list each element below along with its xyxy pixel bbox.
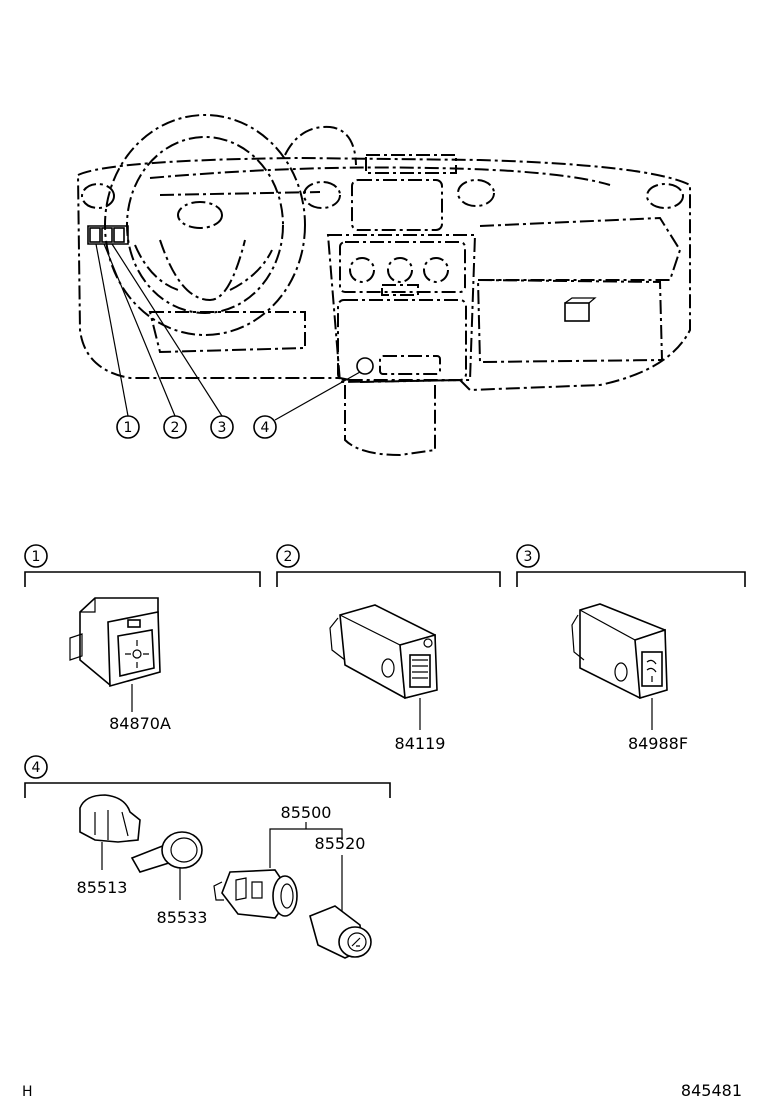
callout-2: 2: [163, 415, 187, 439]
dashboard-overview: 1 2 3 4: [76, 114, 691, 457]
ring-85533-drawing: [130, 831, 203, 873]
group-4-number: 4: [32, 760, 41, 776]
part-85520-label: 85520: [315, 834, 366, 853]
callout-4-label: 4: [261, 420, 270, 436]
mirror-switch-drawing: [69, 597, 161, 688]
footer-figure-number: 845481: [681, 1081, 742, 1100]
defogger-switch-drawing: [571, 603, 668, 700]
footer-left-code: H: [22, 1084, 33, 1100]
part-85533-label: 85533: [157, 908, 208, 927]
group-1-number: 1: [32, 549, 41, 565]
part-84119-label: 84119: [395, 734, 446, 753]
group-3-number: 3: [524, 549, 533, 565]
lighter-socket-85500-drawing: [213, 869, 298, 919]
group-2-number: 2: [284, 549, 293, 565]
part-85500-label: 85500: [281, 803, 332, 822]
dimmer-switch-drawing: [329, 604, 438, 700]
lighter-85520-drawing: [309, 905, 372, 959]
callout-1-label: 1: [124, 420, 133, 436]
part-84870A-label: 84870A: [109, 714, 171, 733]
group-2: 2 84119: [276, 544, 501, 753]
group-3: 3 84988F: [516, 544, 746, 753]
callout-1: 1: [116, 415, 140, 439]
bracket-85513-drawing: [79, 794, 141, 843]
part-85513-label: 85513: [77, 878, 128, 897]
group-4: 4 85513 85533 85500 85: [24, 755, 391, 959]
callout-3-label: 3: [218, 420, 227, 436]
callout-2-label: 2: [171, 420, 180, 436]
group-1: 1 84870A: [24, 544, 261, 733]
part-84988F-label: 84988F: [628, 734, 688, 753]
callout-4: 4: [253, 415, 277, 439]
callout-3: 3: [210, 415, 234, 439]
